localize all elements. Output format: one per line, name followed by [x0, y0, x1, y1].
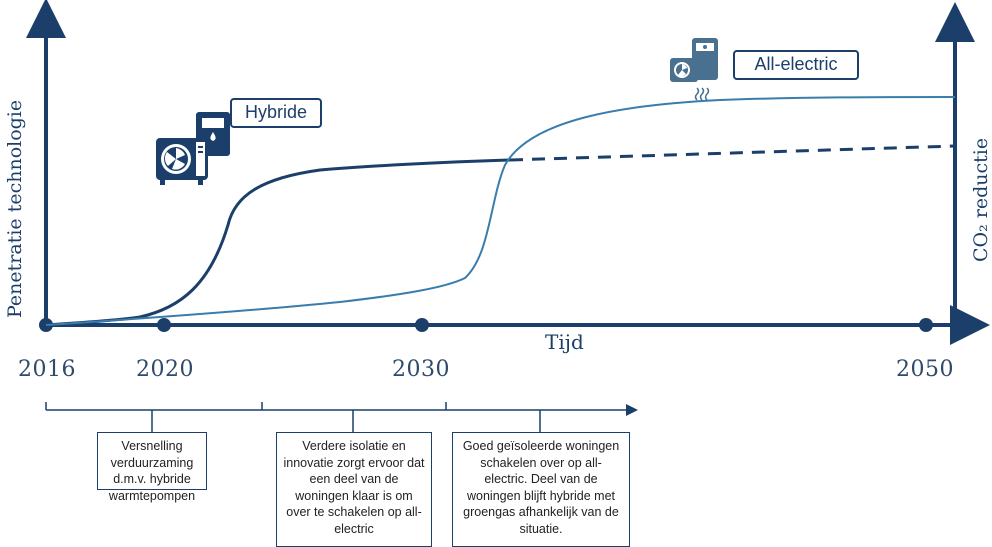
axis-dot-2020	[157, 318, 171, 332]
y-axis-right-title: CO₂ reductie	[970, 137, 992, 262]
hybrid-heat-pump-icon	[156, 112, 230, 185]
hybride-curve-dashed	[509, 144, 956, 162]
phase-note-3: Goed geïsoleerde woningen schakelen over…	[452, 432, 630, 547]
year-label-2016: 2016	[18, 357, 76, 382]
all-electric-label: All-electric	[733, 50, 859, 80]
all-electric-curve	[45, 96, 956, 326]
axis-dot-2050	[919, 318, 933, 332]
axis-dot-2030	[415, 318, 429, 332]
phase-note-1: Versnelling verduurzaming d.m.v. hybride…	[97, 432, 207, 503]
y-axis-left-title: Penetratie technologie	[4, 99, 26, 318]
phase-note-2: Verdere isolatie en innovatie zorgt ervo…	[276, 432, 432, 547]
hybride-curve	[45, 158, 511, 327]
x-axis-title: Tijd	[545, 330, 584, 354]
hybride-label: Hybride	[230, 98, 322, 128]
year-label-2020: 2020	[136, 357, 194, 382]
all-electric-heat-pump-icon	[670, 38, 718, 101]
year-label-2030: 2030	[392, 357, 450, 382]
year-label-2050: 2050	[896, 357, 954, 382]
